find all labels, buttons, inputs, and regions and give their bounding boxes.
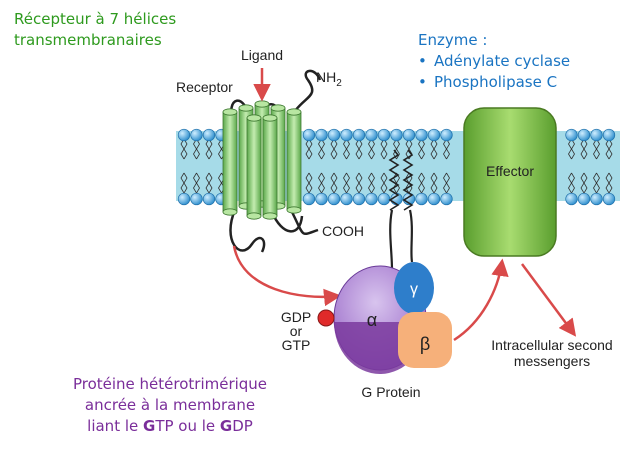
enzyme-title: Enzyme :	[418, 31, 488, 49]
lipid-head	[440, 128, 453, 142]
gamma-subunit	[394, 262, 434, 314]
g-protein	[317, 262, 452, 374]
lipid-head	[340, 192, 353, 206]
lipid-head	[315, 192, 328, 206]
or-label: or	[290, 323, 303, 339]
lipid-head	[327, 192, 341, 206]
lipid-head	[377, 128, 391, 142]
effector-to-messengers-arrow	[520, 263, 577, 337]
lipid-head	[590, 192, 603, 206]
enzyme-list: Adénylate cyclase Phospholipase C	[418, 51, 628, 93]
lipid-head	[427, 192, 441, 206]
gdp-label: GDP	[281, 309, 311, 325]
lipid-head	[327, 128, 341, 142]
receptor-label: Receptor	[176, 79, 233, 95]
beta-subunit	[398, 312, 452, 368]
enzyme-item: Adénylate cyclase	[418, 51, 628, 72]
receptor-helix	[286, 111, 302, 211]
lipid-head	[190, 128, 203, 142]
lipid-head	[390, 128, 403, 142]
alpha-anchor	[389, 209, 394, 271]
receptor-annotation: Récepteur à 7 hélices transmembranaires	[14, 9, 244, 51]
alpha-label: α	[367, 310, 377, 330]
lipid-head	[440, 192, 453, 206]
lipid-heads-top	[177, 128, 616, 142]
effector-label: Effector	[486, 163, 534, 179]
lipid-head	[415, 128, 428, 142]
receptor-to-gprotein-arrow	[232, 245, 342, 307]
lipid-head	[202, 192, 216, 206]
receptor-annotation-line: Récepteur à 7 hélices	[14, 10, 177, 28]
receptor-helix	[246, 117, 262, 217]
receptor-annotation-line: transmembranaires	[14, 31, 162, 49]
lipid-head	[302, 128, 316, 142]
receptor-helix	[262, 117, 278, 217]
lipid-head	[365, 128, 378, 142]
enzyme-item: Phospholipase C	[418, 72, 628, 93]
lipid-head	[352, 192, 366, 206]
receptor-7tm	[222, 69, 322, 253]
gamma-label: γ	[410, 281, 418, 298]
nh2-label: NH2	[316, 69, 342, 89]
lipid-head	[352, 128, 366, 142]
gdp-gtp-ball	[317, 309, 335, 327]
lipid-head	[565, 128, 578, 142]
gprotein-annotation-line: ancrée à la membrane	[84, 396, 256, 414]
lipid-head	[402, 128, 416, 142]
second-messengers-label-2: messengers	[514, 353, 590, 369]
enzyme-annotation: Enzyme : Adénylate cyclase Phospholipase…	[418, 30, 628, 93]
gprotein-annotation-line: liant le GTP ou le GDP	[87, 417, 253, 435]
lipid-head	[302, 192, 316, 206]
lipid-head	[577, 128, 591, 142]
lipid-head	[190, 192, 203, 206]
lipid-head	[590, 128, 603, 142]
lipid-head	[365, 192, 378, 206]
gprotein-annotation-line: Protéine hétérotrimérique	[72, 375, 268, 393]
gprotein-to-effector-arrow	[453, 258, 509, 342]
gprotein-annotation: Protéine hétérotrimérique ancrée à la me…	[40, 374, 300, 437]
ligand-label: Ligand	[241, 47, 283, 63]
lipid-head	[340, 128, 353, 142]
g-protein-label: G Protein	[361, 384, 420, 400]
receptor-helix	[222, 111, 238, 213]
lipid-head	[565, 192, 578, 206]
lipid-head	[177, 128, 191, 142]
beta-label: β	[420, 334, 430, 354]
effector-protein	[463, 107, 557, 257]
receptor-cooh-tail	[290, 211, 319, 236]
second-messengers-label-1: Intracellular second	[491, 337, 612, 353]
lipid-head	[427, 128, 441, 142]
lipid-head	[577, 192, 591, 206]
lipid-head	[602, 128, 616, 142]
gamma-anchor	[408, 209, 414, 263]
lipid-head	[377, 192, 391, 206]
lipid-head	[415, 192, 428, 206]
lipid-head	[315, 128, 328, 142]
cooh-label: COOH	[322, 223, 364, 239]
gtp-label: GTP	[282, 337, 311, 353]
receptor-nh2-tail	[286, 69, 322, 126]
lipid-head	[177, 192, 191, 206]
lipid-head	[602, 192, 616, 206]
lipid-head	[202, 128, 216, 142]
lipid-anchor-zigzag	[402, 149, 414, 211]
lipid-anchor-zigzag	[388, 149, 400, 211]
